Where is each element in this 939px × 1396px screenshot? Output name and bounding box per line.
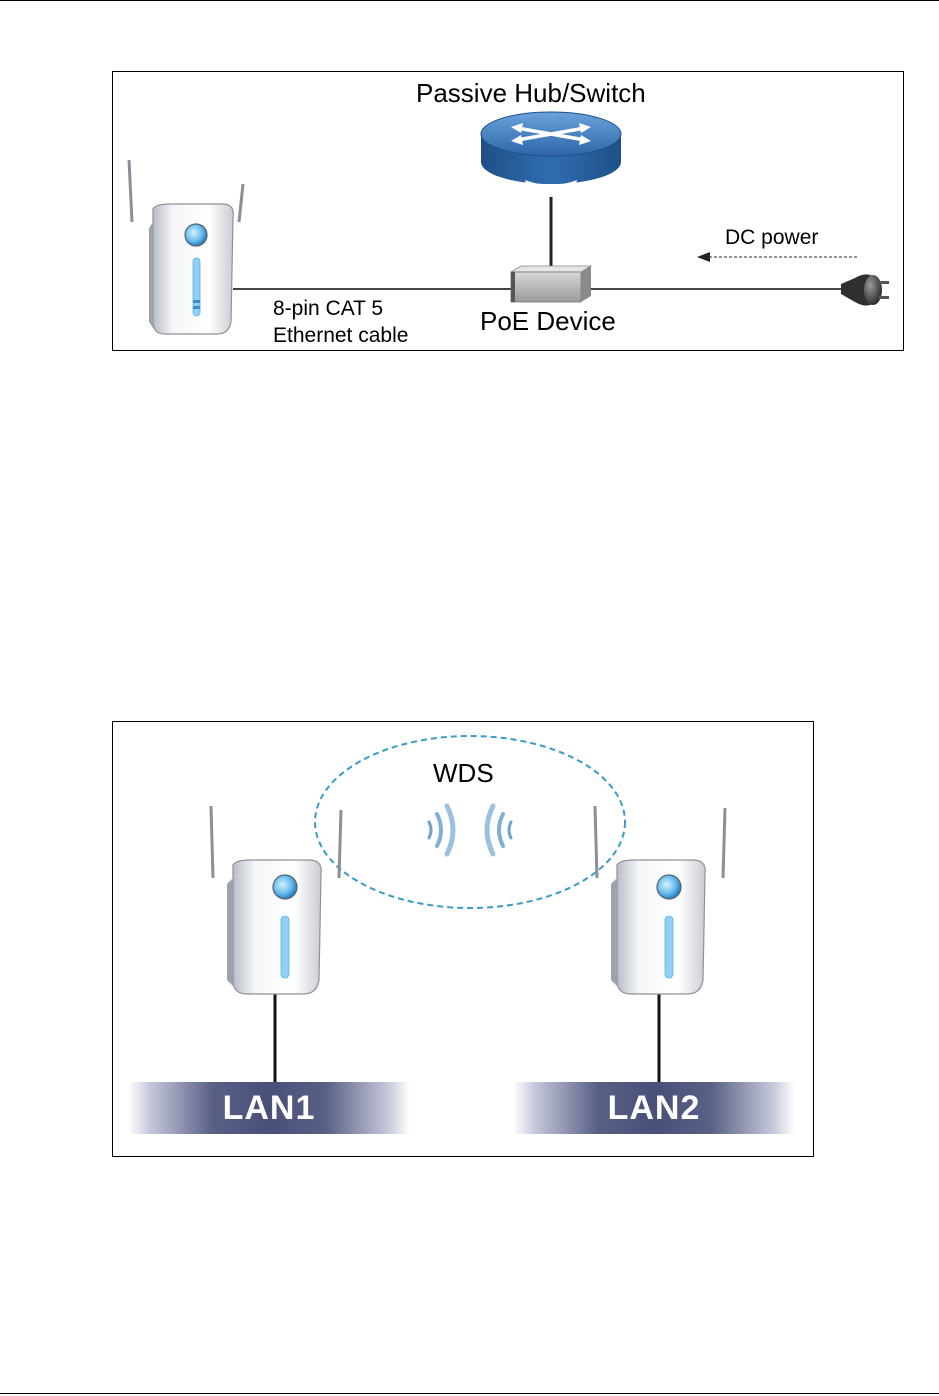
figure-wds-diagram: WDS LAN1 LAN2: [112, 721, 814, 1157]
lan1-label: LAN1: [128, 1082, 410, 1134]
access-point-icon: [595, 806, 725, 994]
cable-label-line1: 8-pin CAT 5: [273, 298, 383, 319]
poe-device-label: PoE Device: [480, 308, 616, 334]
poe-device-icon: [511, 266, 591, 302]
lan2-band: LAN2: [513, 1082, 795, 1134]
bottom-rule: [0, 1393, 939, 1394]
power-plug-icon: [841, 274, 889, 305]
access-point-icon: [129, 160, 243, 334]
dc-power-label: DC power: [725, 227, 818, 248]
top-rule: [0, 0, 939, 1]
lan1-band: LAN1: [128, 1082, 410, 1134]
access-point-icon: [211, 806, 341, 994]
figure-poe-diagram: Passive Hub/Switch DC power 8-pin CAT 5 …: [112, 71, 904, 351]
hub-switch-icon: [481, 112, 621, 197]
hub-switch-label: Passive Hub/Switch: [416, 80, 646, 106]
wds-label: WDS: [433, 760, 494, 786]
cable-label-line2: Ethernet cable: [273, 325, 408, 346]
lan2-label: LAN2: [513, 1082, 795, 1134]
wireless-signal-icon: [429, 806, 511, 854]
